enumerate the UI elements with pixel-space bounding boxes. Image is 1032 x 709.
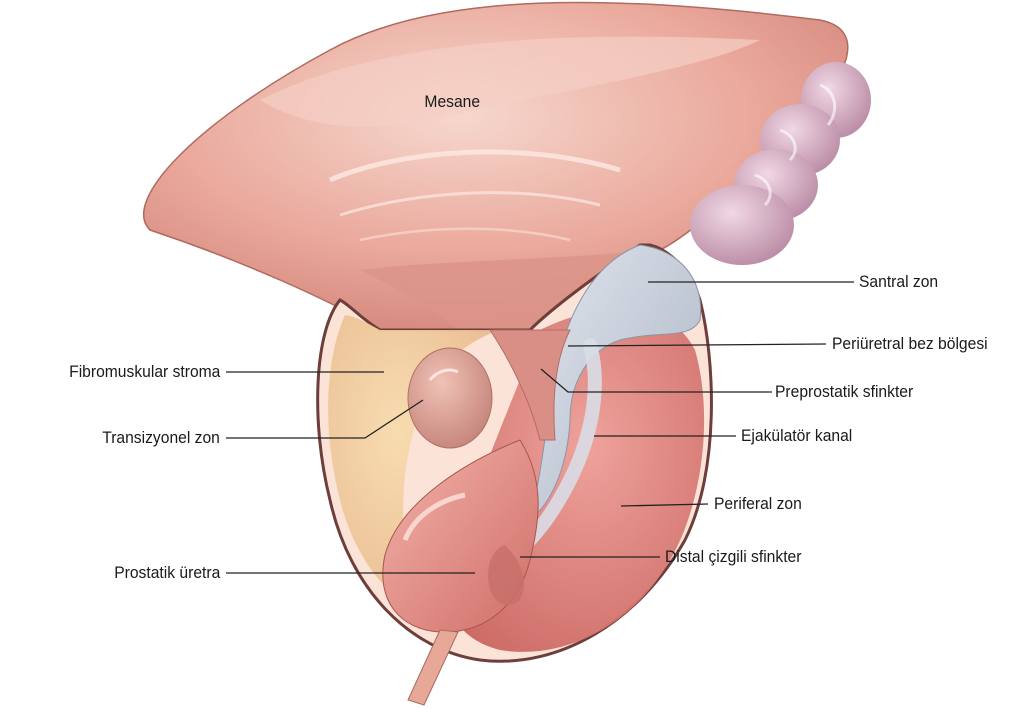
label-fibromuscular-stroma: Fibromuskular stroma	[69, 362, 220, 382]
label-central-zone: Santral zon	[859, 272, 938, 292]
label-distal-striated-sphincter: Distal çizgili sfinkter	[665, 547, 801, 567]
transition-zone	[408, 348, 492, 448]
label-bladder: Mesane	[424, 92, 480, 112]
label-peripheral-zone: Periferal zon	[714, 494, 802, 514]
label-periurethral-gland-region: Periüretral bez bölgesi	[832, 334, 988, 354]
label-transition-zone: Transizyonel zon	[102, 428, 220, 448]
label-ejaculatory-duct: Ejakülatör kanal	[741, 426, 852, 446]
label-prostatic-urethra: Prostatik üretra	[114, 563, 220, 583]
label-preprostatic-sphincter: Preprostatik sfinkter	[775, 382, 913, 402]
